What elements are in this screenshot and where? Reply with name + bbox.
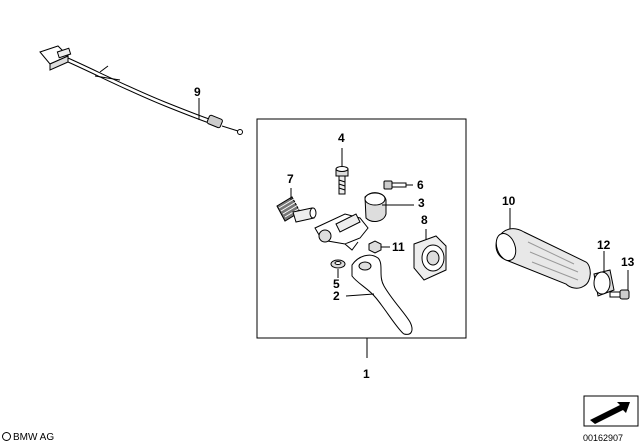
- callout-7: 7: [287, 172, 294, 186]
- lever-part-2[interactable]: [351, 254, 413, 335]
- spacer-part-12[interactable]: [593, 269, 615, 297]
- reference-box: [583, 395, 639, 427]
- callout-8: 8: [421, 213, 428, 227]
- callout-10: 10: [502, 194, 516, 208]
- nut-part-11[interactable]: [368, 240, 382, 254]
- callout-6: 6: [417, 178, 424, 192]
- adjuster-part-7[interactable]: [276, 196, 317, 223]
- copyright-text: BMW AG: [13, 432, 55, 443]
- leader-line-2: [345, 293, 375, 297]
- callout-9: 9: [194, 85, 201, 99]
- direction-arrow-icon: [590, 402, 630, 424]
- callout-4: 4: [338, 131, 345, 145]
- bolt-part-4[interactable]: [335, 166, 349, 195]
- wiring-harness-part[interactable]: [39, 45, 243, 135]
- callout-2: 2: [333, 289, 340, 303]
- diagram-number: 00162907: [583, 433, 624, 443]
- copyright-symbol-icon: [2, 432, 11, 441]
- callout-13: 13: [621, 255, 635, 269]
- grip-part-10[interactable]: [493, 228, 591, 289]
- end-screw-part-13[interactable]: [609, 289, 630, 300]
- copyright-label: BMW AG: [2, 432, 54, 443]
- callout-11: 11: [392, 240, 405, 254]
- bracket-part-3[interactable]: [314, 192, 387, 251]
- switch-housing-part-8[interactable]: [413, 235, 447, 281]
- callout-1: 1: [363, 367, 370, 381]
- screw-part-6[interactable]: [383, 180, 407, 190]
- callout-12: 12: [597, 238, 611, 252]
- callout-5: 5: [333, 277, 340, 291]
- callout-3: 3: [418, 196, 425, 210]
- assembly-frame: [256, 118, 467, 339]
- bushing-part-5[interactable]: [330, 259, 346, 269]
